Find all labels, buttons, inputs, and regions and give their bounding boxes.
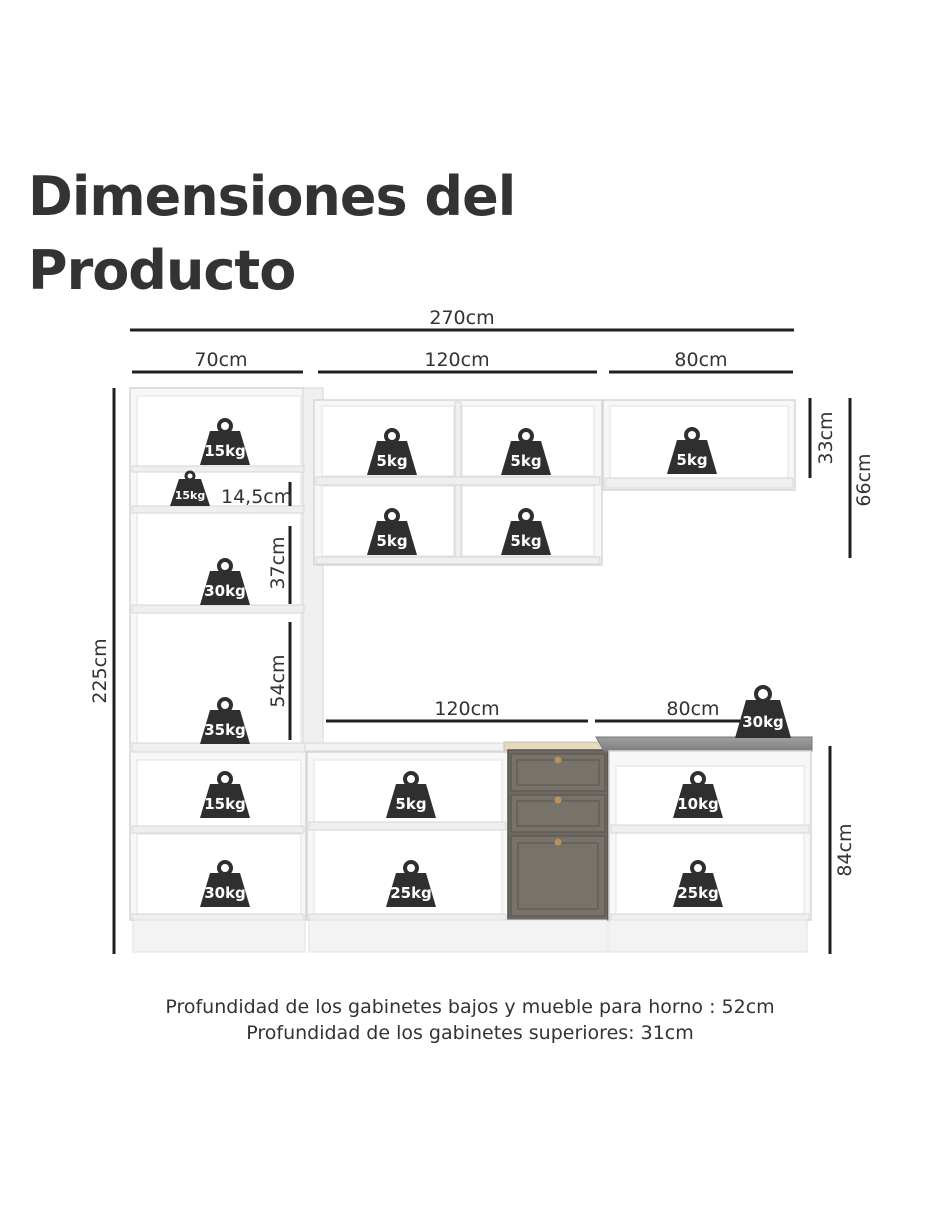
depth-note-base: Profundidad de los gabinetes bajos y mue…: [165, 996, 775, 1018]
label-counter-width-80: 80cm: [666, 698, 719, 720]
label-niche-height-37: 37cm: [267, 536, 289, 589]
svg-text:5kg: 5kg: [676, 451, 707, 469]
label-upper-left-width: 70cm: [194, 349, 247, 371]
title-line-1: Dimensiones del: [28, 165, 516, 228]
dimension-labels: 270cm 70cm 120cm 80cm 225cm 33cm 66cm 14…: [89, 307, 875, 877]
depth-note-upper: Profundidad de los gabinetes superiores:…: [246, 1022, 694, 1044]
drawer-unit: [503, 741, 611, 921]
svg-text:30kg: 30kg: [204, 582, 246, 600]
weight-icon-tower-oven: 35kg: [200, 697, 250, 744]
weight-icon-tower-base-bottom: 30kg: [200, 860, 250, 907]
label-upper-cabinet-height-33: 33cm: [815, 411, 837, 464]
dimension-lines: [112, 328, 852, 954]
page-title: Dimensiones del Producto: [28, 160, 516, 308]
weight-icons: 15kg 15kg 30kg 35kg 15kg 30kg: [170, 418, 791, 907]
label-upper-right-width: 80cm: [674, 349, 727, 371]
weight-icon-tower-top: 15kg: [200, 418, 250, 465]
svg-text:10kg: 10kg: [677, 795, 719, 813]
svg-text:5kg: 5kg: [395, 795, 426, 813]
svg-text:30kg: 30kg: [742, 713, 784, 731]
svg-text:15kg: 15kg: [175, 489, 206, 502]
label-upper-cabinet-height-66: 66cm: [853, 453, 875, 506]
weight-icon-base-mid-top: 5kg: [386, 771, 436, 818]
weight-icon-upper-mid-2: 5kg: [501, 428, 551, 475]
label-niche-height-54: 54cm: [267, 654, 289, 707]
weight-icon-tower-small: 15kg: [170, 470, 210, 506]
svg-text:25kg: 25kg: [390, 884, 432, 902]
weight-icon-base-right-top: 10kg: [673, 771, 723, 818]
label-upper-mid-width: 120cm: [424, 349, 489, 371]
svg-text:5kg: 5kg: [510, 532, 541, 550]
label-counter-width-120: 120cm: [434, 698, 499, 720]
svg-text:25kg: 25kg: [677, 884, 719, 902]
weight-icon-upper-mid-3: 5kg: [367, 508, 417, 555]
tall-tower-cabinet: [129, 387, 324, 921]
weight-icon-countertop: 30kg: [735, 685, 791, 738]
svg-text:35kg: 35kg: [204, 721, 246, 739]
weight-icon-upper-mid-1: 5kg: [367, 428, 417, 475]
weight-icon-upper-right: 5kg: [667, 427, 717, 474]
upper-middle-cabinet: [313, 399, 603, 566]
svg-text:5kg: 5kg: [376, 452, 407, 470]
svg-text:30kg: 30kg: [204, 884, 246, 902]
weight-icon-tower-base-top: 15kg: [200, 771, 250, 818]
svg-text:5kg: 5kg: [510, 452, 541, 470]
label-small-niche-height: 14,5cm: [221, 486, 292, 508]
weight-icon-upper-mid-4: 5kg: [501, 508, 551, 555]
plinth: [132, 919, 808, 953]
svg-text:15kg: 15kg: [204, 442, 246, 460]
weight-icon-tower-mid: 30kg: [200, 558, 250, 605]
svg-text:15kg: 15kg: [204, 795, 246, 813]
label-total-width: 270cm: [429, 307, 494, 329]
svg-text:5kg: 5kg: [376, 532, 407, 550]
label-base-height: 84cm: [834, 823, 856, 876]
label-total-height: 225cm: [89, 638, 111, 703]
weight-icon-base-right-bottom: 25kg: [673, 860, 723, 907]
title-line-2: Producto: [28, 239, 296, 302]
weight-icon-base-mid-bottom: 25kg: [386, 860, 436, 907]
